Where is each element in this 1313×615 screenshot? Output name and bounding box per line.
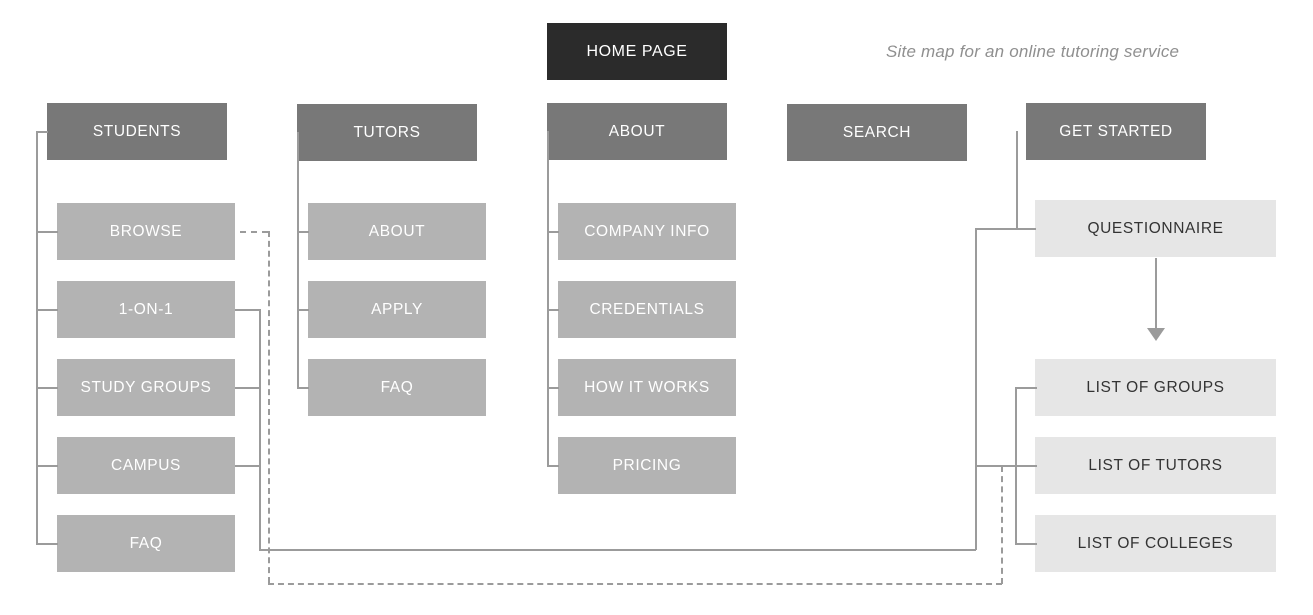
- node-list-of-tutors[interactable]: LIST OF TUTORS: [1035, 437, 1276, 494]
- connector-about-credentials: [547, 309, 559, 311]
- arrow-questionnaire-to-lists-line: [1155, 258, 1157, 330]
- connector-dashed-left-riser: [268, 231, 270, 583]
- node-students-study-groups[interactable]: STUDY GROUPS: [57, 359, 235, 416]
- node-about-company-info[interactable]: COMPANY INFO: [558, 203, 736, 260]
- node-tutors[interactable]: TUTORS: [297, 104, 477, 161]
- node-get-started[interactable]: GET STARTED: [1026, 103, 1206, 160]
- connector-route-bottom-run: [259, 549, 976, 551]
- connector-dashed-right-riser: [1001, 466, 1003, 584]
- connector-route-study-groups: [235, 387, 261, 389]
- connector-tutors-about: [297, 231, 309, 233]
- connector-route-campus: [235, 465, 261, 467]
- node-search[interactable]: SEARCH: [787, 104, 967, 161]
- node-tutors-about[interactable]: ABOUT: [308, 203, 486, 260]
- connector-list-of-colleges: [1015, 543, 1037, 545]
- connector-about-trunk: [547, 131, 549, 466]
- connector-students-campus: [36, 465, 58, 467]
- node-list-of-groups[interactable]: LIST OF GROUPS: [1035, 359, 1276, 416]
- node-students-browse[interactable]: BROWSE: [57, 203, 235, 260]
- connector-tutors-apply: [297, 309, 309, 311]
- connector-students-1-on-1: [36, 309, 58, 311]
- connector-route-to-questionnaire: [975, 228, 1036, 230]
- node-list-of-colleges[interactable]: LIST OF COLLEGES: [1035, 515, 1276, 572]
- connector-students-study-groups: [36, 387, 58, 389]
- connector-get-started-trunk: [1016, 131, 1018, 229]
- node-students-campus[interactable]: CAMPUS: [57, 437, 235, 494]
- node-about-how-it-works[interactable]: HOW IT WORKS: [558, 359, 736, 416]
- connector-students-browse: [36, 231, 58, 233]
- node-students-faq[interactable]: FAQ: [57, 515, 235, 572]
- connector-route-1-on-1: [235, 309, 261, 311]
- node-tutors-faq[interactable]: FAQ: [308, 359, 486, 416]
- node-about-credentials[interactable]: CREDENTIALS: [558, 281, 736, 338]
- node-about-pricing[interactable]: PRICING: [558, 437, 736, 494]
- node-about[interactable]: ABOUT: [547, 103, 727, 160]
- connector-students-head: [36, 131, 48, 133]
- connector-students-route-riser: [259, 309, 261, 550]
- connector-tutors-faq: [297, 387, 309, 389]
- connector-students-faq: [36, 543, 58, 545]
- connector-route-right-riser: [975, 228, 977, 550]
- connector-dashed-browse-stub: [240, 231, 268, 233]
- node-students[interactable]: STUDENTS: [47, 103, 227, 160]
- connector-students-trunk: [36, 131, 38, 544]
- connector-tutors-trunk: [297, 132, 299, 388]
- node-tutors-apply[interactable]: APPLY: [308, 281, 486, 338]
- node-home-page[interactable]: HOME PAGE: [547, 23, 727, 80]
- diagram-caption: Site map for an online tutoring service: [886, 42, 1180, 61]
- node-questionnaire[interactable]: QUESTIONNAIRE: [1035, 200, 1276, 257]
- connector-about-how-it-works: [547, 387, 559, 389]
- arrow-questionnaire-to-lists-head: [1147, 328, 1165, 341]
- connector-list-of-groups: [1015, 387, 1037, 389]
- connector-list-of-tutors: [975, 465, 1037, 467]
- connector-dashed-bottom-run: [268, 583, 1002, 585]
- node-students-1-on-1[interactable]: 1-ON-1: [57, 281, 235, 338]
- connector-about-company-info: [547, 231, 559, 233]
- connector-about-pricing: [547, 465, 559, 467]
